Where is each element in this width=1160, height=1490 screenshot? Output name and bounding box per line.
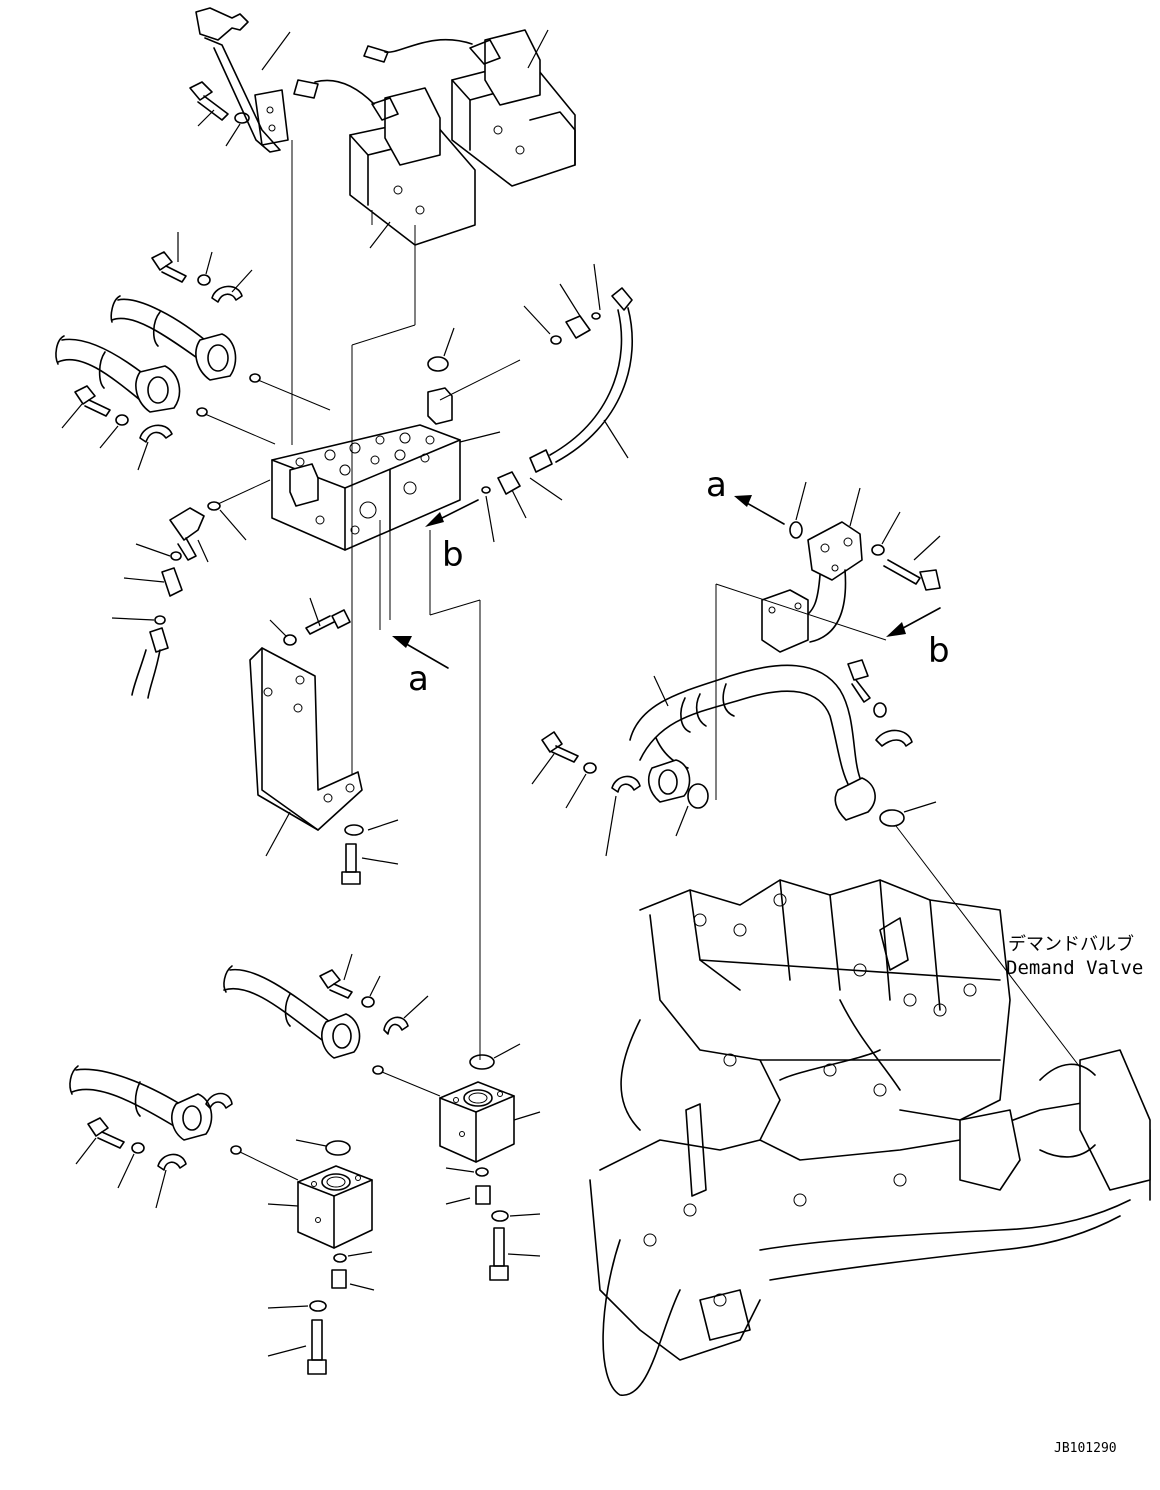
washer (197, 251, 213, 286)
o-ring (333, 1251, 373, 1263)
washer (344, 819, 399, 836)
valve-manifold-block (271, 387, 501, 551)
pilot-hose (529, 287, 634, 473)
demand-valve-assembly (589, 879, 1151, 1396)
bolt (61, 385, 111, 429)
demand-valve-label-en: Demand Valve (1006, 957, 1143, 979)
drawing-id: JB101290 (1054, 1441, 1117, 1456)
plug (331, 1269, 375, 1291)
elbow-flange (807, 487, 863, 581)
bolt (489, 1227, 541, 1281)
hydraulic-hose-large (629, 664, 861, 789)
elbow-pipe (761, 569, 847, 653)
solenoid-valve-upper (363, 29, 576, 187)
arrow-b-right: b (886, 607, 950, 671)
o-ring (249, 373, 261, 383)
washer (565, 762, 597, 809)
o-ring (111, 615, 166, 625)
bolt (319, 953, 353, 999)
o-ring (591, 263, 601, 320)
bolt (189, 81, 229, 127)
connector-block-lower (267, 1165, 373, 1249)
o-ring (295, 1139, 351, 1156)
elbow-fitting (169, 507, 209, 563)
connector-block-upper (439, 1081, 541, 1163)
adapter-fitting (497, 471, 527, 519)
orifice-fitting (123, 567, 183, 597)
adapter-fitting (559, 283, 591, 339)
o-ring (135, 543, 182, 561)
bolt (847, 659, 871, 703)
washer (491, 1210, 541, 1222)
split-flange (211, 269, 253, 303)
flange-fitting (135, 365, 181, 413)
mounting-bracket (249, 647, 363, 857)
plug (427, 356, 449, 372)
demand-valve-label-jp: デマンドバルブ (1008, 933, 1134, 955)
o-ring (523, 305, 562, 345)
o-ring (207, 501, 221, 511)
bolt (883, 535, 941, 591)
split-flange (383, 995, 429, 1035)
bolt (305, 597, 351, 635)
o-ring (230, 1145, 242, 1155)
split-flange (137, 424, 173, 471)
arrow-b: b (425, 499, 479, 575)
solenoid-valve-lower (293, 79, 476, 249)
split-flange (155, 1153, 187, 1209)
o-ring (372, 1065, 384, 1075)
washer (225, 112, 250, 147)
bolt (267, 1319, 327, 1375)
flange-fitting (195, 333, 237, 381)
plug (445, 1185, 491, 1205)
hydraulic-hose (110, 295, 206, 361)
hydraulic-hose (69, 1065, 181, 1127)
washer (873, 702, 887, 718)
svg-text:a: a (706, 465, 727, 505)
o-ring (879, 801, 937, 827)
connector-bracket (195, 7, 291, 153)
bolt (151, 232, 187, 283)
svg-text:b: b (928, 631, 950, 671)
o-ring (469, 1043, 521, 1070)
flange-fitting (834, 777, 876, 821)
o-ring (789, 481, 807, 539)
washer (871, 511, 901, 556)
o-ring (445, 1167, 489, 1177)
svg-text:b: b (442, 535, 464, 575)
split-flange (205, 1092, 233, 1109)
split-flange (875, 729, 913, 747)
washer (117, 1142, 145, 1189)
washer (267, 1300, 327, 1312)
split-flange (605, 775, 641, 857)
o-ring (481, 486, 495, 543)
bolt (341, 843, 399, 885)
flange-fitting (647, 759, 691, 803)
arrow-a: a (392, 636, 449, 699)
washer (269, 619, 297, 646)
washer (361, 975, 381, 1008)
o-ring (196, 407, 208, 417)
hose-fitting (131, 627, 169, 699)
bolt (531, 731, 579, 785)
o-ring (675, 783, 709, 837)
flange-fitting (171, 1093, 213, 1141)
svg-text:a: a (408, 659, 429, 699)
flange-fitting (321, 1013, 361, 1059)
hydraulic-hose (223, 965, 331, 1041)
arrow-a-right: a (706, 465, 785, 525)
hydraulic-hose (55, 335, 146, 401)
washer (99, 414, 129, 449)
bolt (75, 1117, 125, 1165)
